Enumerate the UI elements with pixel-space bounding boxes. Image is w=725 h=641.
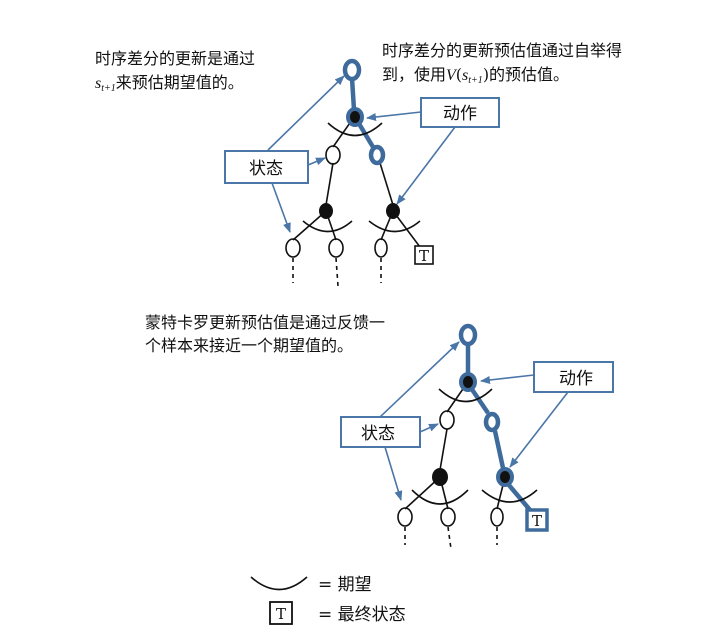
action-node	[386, 203, 400, 219]
expectation-arc	[438, 388, 493, 403]
terminal-box	[414, 245, 434, 265]
state-node	[374, 238, 388, 258]
mc-backup-edge	[492, 430, 506, 469]
state-callout-box	[224, 150, 309, 184]
action-node	[319, 203, 333, 219]
action-callout-box	[420, 97, 500, 128]
td-backup-edge	[356, 120, 375, 149]
state-callout-label: 状态	[249, 159, 283, 179]
action-callout-box	[533, 361, 614, 393]
mc-backup-edge	[506, 482, 532, 512]
mc-caption-line2: 个样本来接近一个期望值的。	[145, 336, 353, 355]
state-node-root	[342, 58, 362, 82]
legend-terminal-box	[269, 601, 293, 625]
state-node	[328, 238, 344, 258]
td-right-caption-line2: 到，使用V(st+1)的预估值。	[382, 65, 569, 86]
legend-expectation-label: = 期望	[318, 575, 372, 595]
action-callout-label: 动作	[443, 104, 477, 124]
state-node-sampled	[483, 411, 501, 433]
state-node	[440, 507, 456, 527]
expectation-arc	[302, 220, 353, 233]
action-callout-label: 动作	[559, 369, 593, 389]
terminal-label: T	[532, 512, 542, 530]
state-node-next	[368, 144, 386, 166]
expectation-arc	[368, 220, 421, 233]
terminal-box-sampled	[525, 508, 549, 532]
state-node	[285, 238, 301, 258]
state-callout-label: 状态	[361, 424, 395, 444]
state-node-root	[458, 323, 478, 347]
state-node	[490, 507, 504, 527]
mc-backup-edge	[469, 386, 490, 415]
action-node	[432, 468, 448, 486]
mc-section: 蒙特卡罗更新预估值是通过反馈一 个样本来接近一个期望值的。 T 动作 状态	[145, 313, 614, 550]
td-left-caption-line1: 时序差分的更新是通过	[95, 49, 255, 68]
expectation-arc	[481, 489, 538, 503]
legend-terminal-symbol: T	[276, 605, 286, 623]
td-backup-edge	[349, 77, 357, 111]
mc-caption-line1: 蒙特卡罗更新预估值是通过反馈一	[145, 313, 385, 332]
action-node-sampled	[496, 467, 514, 487]
td-section: 时序差分的更新是通过 st+1来预估期望值的。 时序差分的更新预估值通过自举得 …	[95, 41, 622, 287]
td-right-caption-line1: 时序差分的更新预估值通过自举得	[382, 41, 622, 60]
td-left-caption-line2: st+1来预估期望值的。	[95, 73, 244, 94]
expectation-arc	[327, 122, 383, 137]
action-node	[459, 372, 477, 392]
action-node	[346, 107, 364, 127]
state-node	[397, 507, 413, 527]
legend: = 期望 T = 最终状态	[250, 575, 406, 625]
state-node	[439, 410, 455, 430]
legend-terminal-label: = 最终状态	[318, 605, 406, 625]
expectation-arc	[411, 489, 469, 505]
terminal-label: T	[419, 247, 429, 265]
state-node	[325, 145, 341, 165]
legend-expectation-arc	[250, 576, 308, 591]
